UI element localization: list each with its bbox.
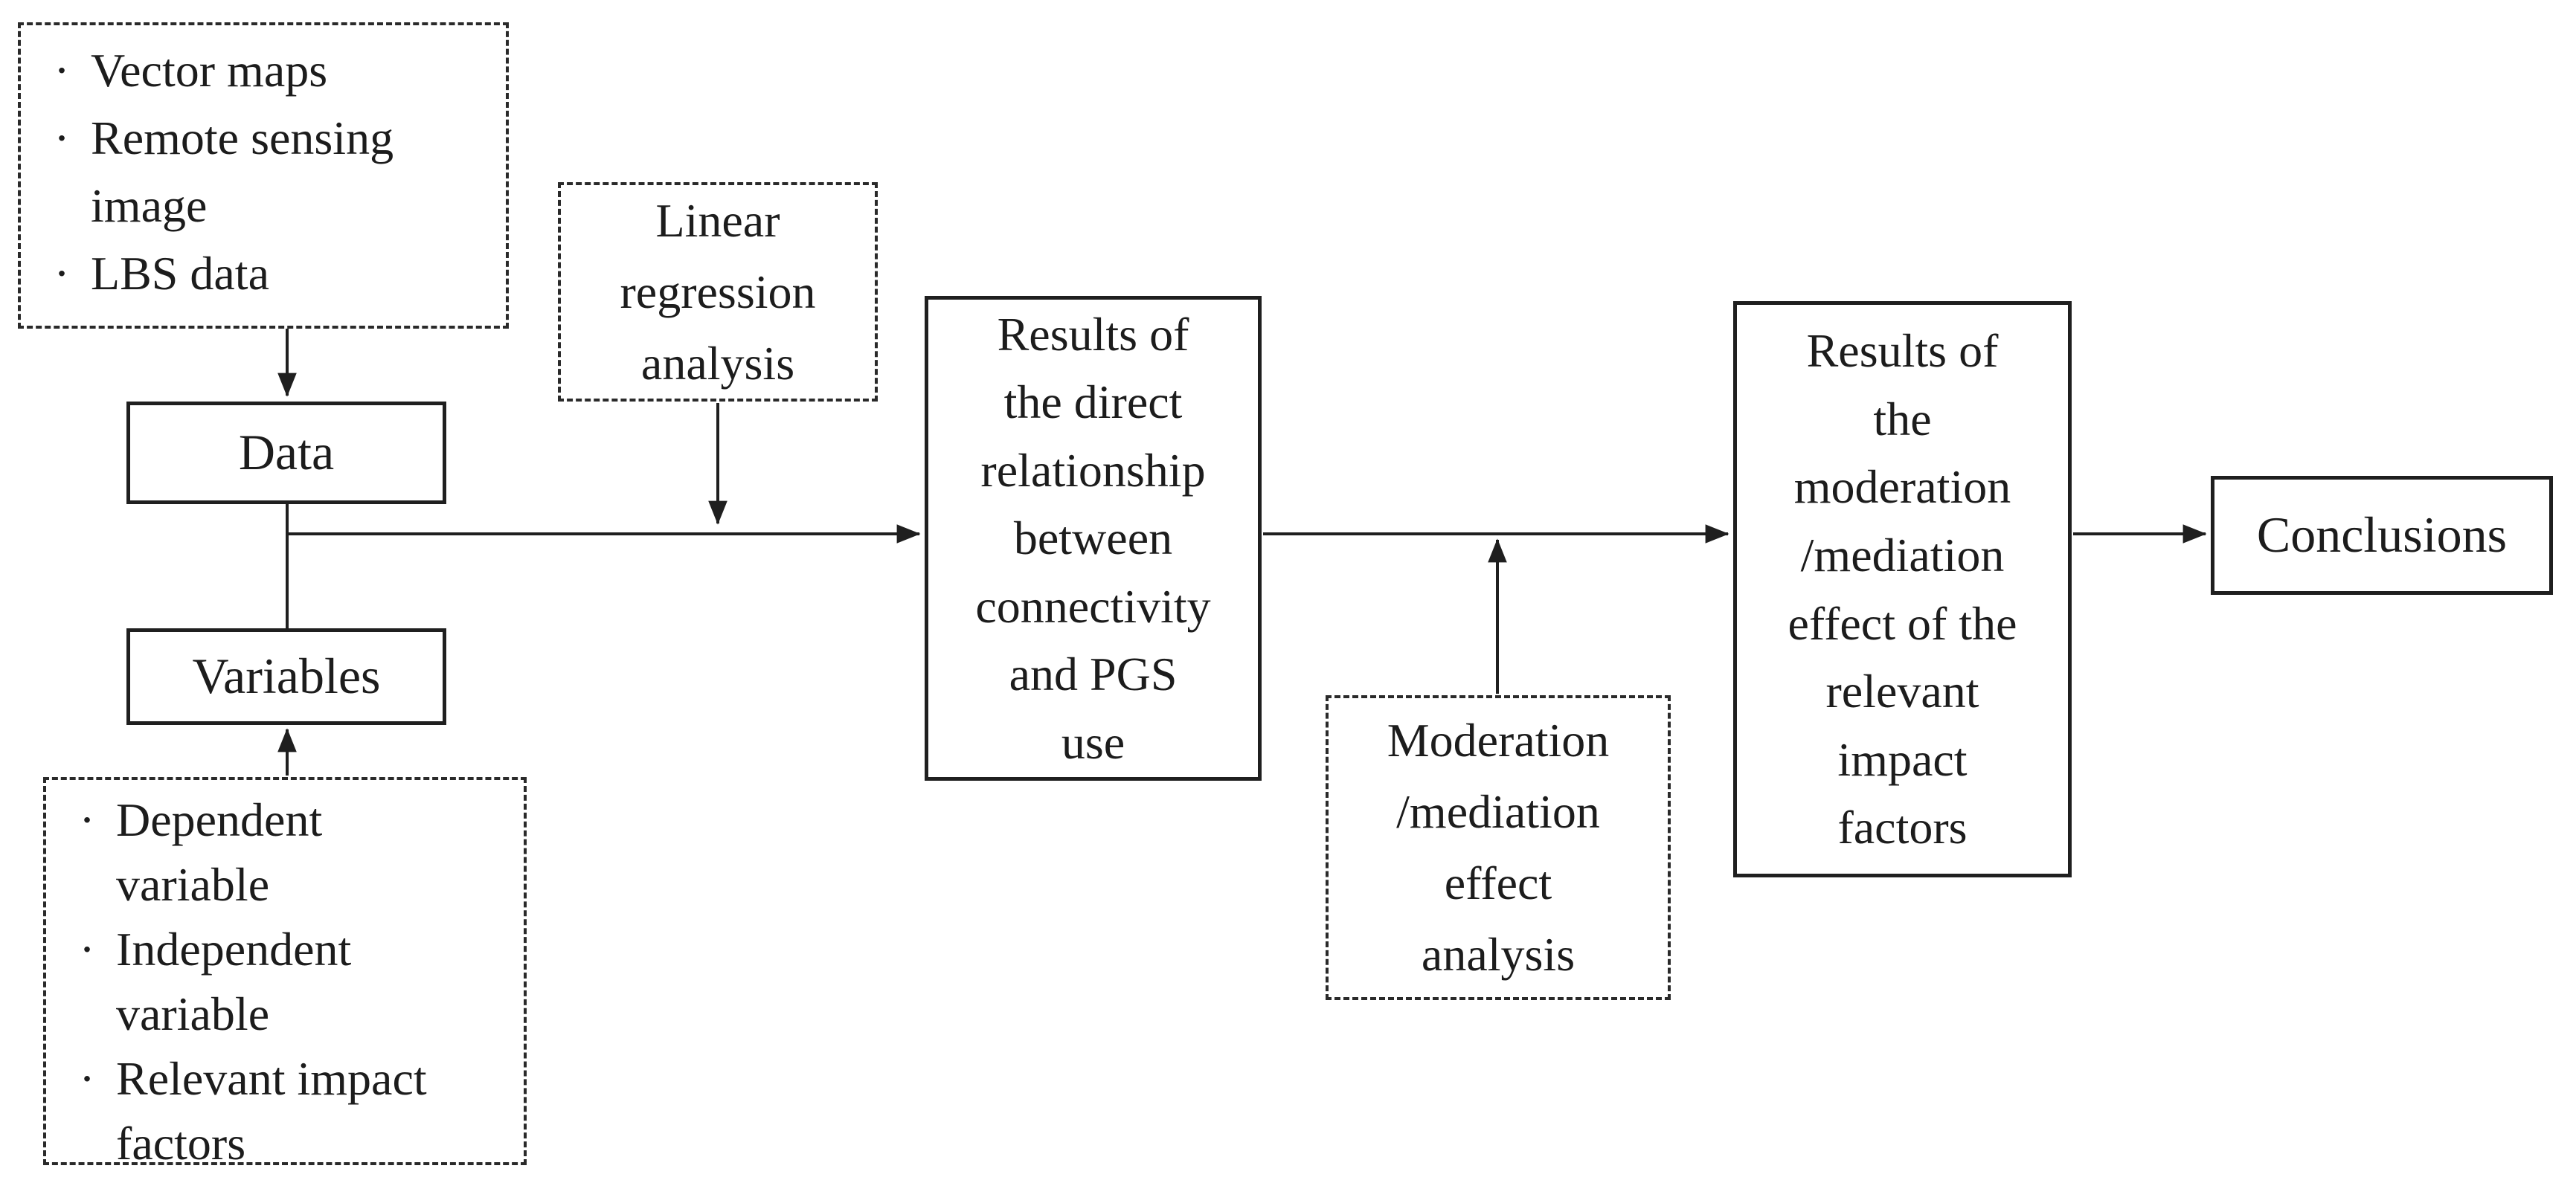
node-label: Linear regression analysis (620, 193, 816, 390)
list-item: · Dependent variable (58, 787, 518, 917)
list-item-text: Remote sensing image (91, 111, 394, 232)
node-variable-types: · Dependent variable · Independent varia… (43, 777, 527, 1170)
node-variables: Variables (126, 628, 446, 725)
node-data: Data (126, 402, 446, 504)
list-item: · Relevant impact factors (58, 1046, 518, 1176)
node-label: Variables (192, 648, 381, 705)
node-label: Moderation /mediation effect analysis (1387, 714, 1610, 981)
list-item: · Independent variable (58, 917, 518, 1046)
list-item-text: Dependent variable (116, 793, 323, 912)
bullet-icon: · (54, 44, 70, 97)
node-direct-results: Results of the direct relationship betwe… (925, 296, 1262, 781)
node-conclusions: Conclusions (2211, 476, 2553, 595)
list-item-text: Vector maps (91, 44, 328, 97)
node-label: Results of the direct relationship betwe… (975, 307, 1211, 769)
node-linear-regression: Linear regression analysis (558, 182, 878, 402)
node-label: Conclusions (2256, 506, 2508, 564)
bullet-icon: · (54, 111, 70, 164)
bullet-icon: · (54, 246, 70, 300)
list-item-text: Relevant impact factors (116, 1052, 427, 1170)
bullet-icon: · (79, 793, 95, 846)
list-item-text: LBS data (91, 246, 269, 300)
bullet-icon: · (79, 923, 95, 976)
node-moderation-results: Results of the moderation /mediation eff… (1733, 301, 2072, 877)
list-item-text: Independent variable (116, 923, 352, 1041)
list-item: · LBS data (33, 240, 500, 308)
list-item: · Vector maps (33, 37, 500, 105)
node-data-sources: · Vector maps · Remote sensing image · L… (18, 22, 509, 329)
bullet-icon: · (79, 1052, 95, 1106)
node-label: Results of the moderation /mediation eff… (1788, 324, 2017, 854)
node-label: Data (238, 424, 335, 481)
node-moderation-analysis: Moderation /mediation effect analysis (1326, 695, 1671, 1000)
list-item: · Remote sensing image (33, 105, 500, 240)
